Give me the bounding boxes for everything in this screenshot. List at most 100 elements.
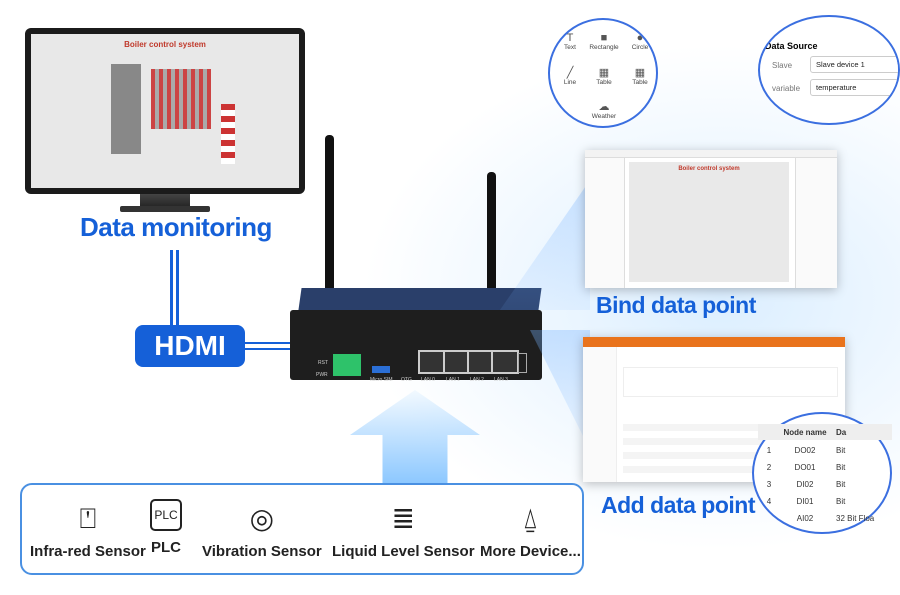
cell: 4 [766,497,772,506]
lan-label: LAN 3 [494,377,508,383]
sensor-more: ⍙More Device... [480,499,581,560]
bind-screenshot: Boiler control system [585,150,837,288]
monitor: Boiler control system [25,28,305,194]
table-row[interactable]: 4 DI01 Bit [758,497,892,506]
cell: DO01 [794,463,816,472]
cell: DO02 [794,446,816,455]
table-header: Node name Da [758,424,892,440]
cell: Bit [836,446,846,455]
liquid-level-icon: ≣ [391,503,415,534]
canvas: Boiler control system [629,162,789,282]
variable-label: variable [772,84,801,93]
tool-weather[interactable]: ☁Weather [586,100,622,120]
sidebar [583,347,617,482]
monitor-screen: Boiler control system [31,34,299,188]
vibration-icon: ◎ [249,503,275,534]
variable-select[interactable]: temperature [810,79,898,96]
screen-title: Boiler control system [124,40,206,49]
cell: Bit [836,497,846,506]
cell [758,514,780,523]
connector-line [170,250,173,325]
sensor-liquid-level: ≣ Liquid Level Sensor [332,499,475,560]
slave-select[interactable]: Slave device 1 [810,56,898,73]
header-cell: Node name [783,427,827,437]
alarm-light-icon: ⍙ [522,503,539,534]
cell: Bit [836,480,846,489]
canvas-title: Boiler control system [678,166,740,172]
sensor-label: Vibration Sensor [202,543,322,560]
tool-table[interactable]: ▦Table [586,66,622,86]
circle-icon: ● [636,32,644,44]
tool-rectangle[interactable]: ■Rectangle [586,32,622,51]
data-source-magnifier: Data Source Slave Slave device 1 variabl… [758,15,900,125]
table-row[interactable]: AI02 32 Bit Floa [758,514,892,523]
sensor-label: Infra-red Sensor [30,543,146,560]
tool-label: Table [632,79,648,86]
line-icon: ╱ [566,67,574,79]
usb-port [372,366,390,373]
property-panel [795,158,837,288]
lan-port [491,350,519,374]
monitor-base [120,206,210,212]
table-row[interactable]: 2 DO01 Bit [758,463,892,472]
lan-port [418,350,446,374]
cell: 2 [766,463,772,472]
cell: 3 [766,480,772,489]
tool-table[interactable]: ▦Table [622,66,656,86]
bind-data-point-label: Bind data point [596,292,756,318]
tool-label: Table [596,79,612,86]
antenna [487,172,496,294]
app-header [583,337,845,347]
lan-label: LAN 1 [446,377,460,383]
chimney-graphic [221,104,235,164]
tool-line[interactable]: ╱Line [552,66,588,86]
connector-line [245,342,295,344]
cell: DI02 [796,480,814,489]
cell: 32 Bit Floa [836,514,875,523]
tool-label: Text [564,44,576,51]
header-cell: Da [836,427,847,437]
hdmi-port [518,353,527,373]
toolbox-panel [585,158,625,288]
connector-line [176,250,179,325]
rectangle-icon: ■ [600,32,608,44]
sensor-infra-red: ⍞ Infra-red Sensor [30,499,146,560]
table-row[interactable]: 3 DI02 Bit [758,480,892,489]
tool-label: Line [563,79,577,86]
tool-label: Rectangle [589,44,619,51]
table-row[interactable]: 1 DO02 Bit [758,446,892,455]
pwr-label: PWR [316,372,328,378]
weather-icon: ☁ [598,101,610,113]
slave-label: Slave [772,61,793,70]
hdmi-badge: HDMI [135,325,245,367]
tool-label: Circle [631,44,649,51]
monitor-stand [140,194,190,208]
tool-circle[interactable]: ●Circle [622,32,656,51]
lan-label: LAN 2 [470,377,484,383]
rst-label: RST [318,360,328,366]
cell: AI02 [796,514,814,523]
cell: Bit [836,463,846,472]
cell: 1 [766,446,772,455]
sensor-label: Liquid Level Sensor [332,543,475,560]
sensor-label: PLC [151,539,181,556]
sensor-panel: ⍞ Infra-red Sensor PLC PLC ◎ Vibration Sens… [20,483,584,575]
lan-port [467,350,495,374]
data-source-title: Data Source [765,41,818,51]
plc-icon: PLC [150,499,182,531]
text-icon: T [566,32,574,44]
otg-label: OTG [401,377,412,383]
antenna [325,135,334,295]
table-icon: ▦ [634,67,646,79]
sensor-icon: ⍞ [79,503,97,534]
tool-label: Weather [591,113,617,120]
data-monitoring-label: Data monitoring [80,212,272,242]
add-data-point-label: Add data point [601,492,755,518]
cell: DI01 [796,497,814,506]
terminal-block [333,354,361,376]
furnace-graphic [151,69,211,129]
lan-label: LAN 0 [421,377,435,383]
sim-label: Micro SIM [370,377,393,383]
table-icon: ▦ [598,67,610,79]
